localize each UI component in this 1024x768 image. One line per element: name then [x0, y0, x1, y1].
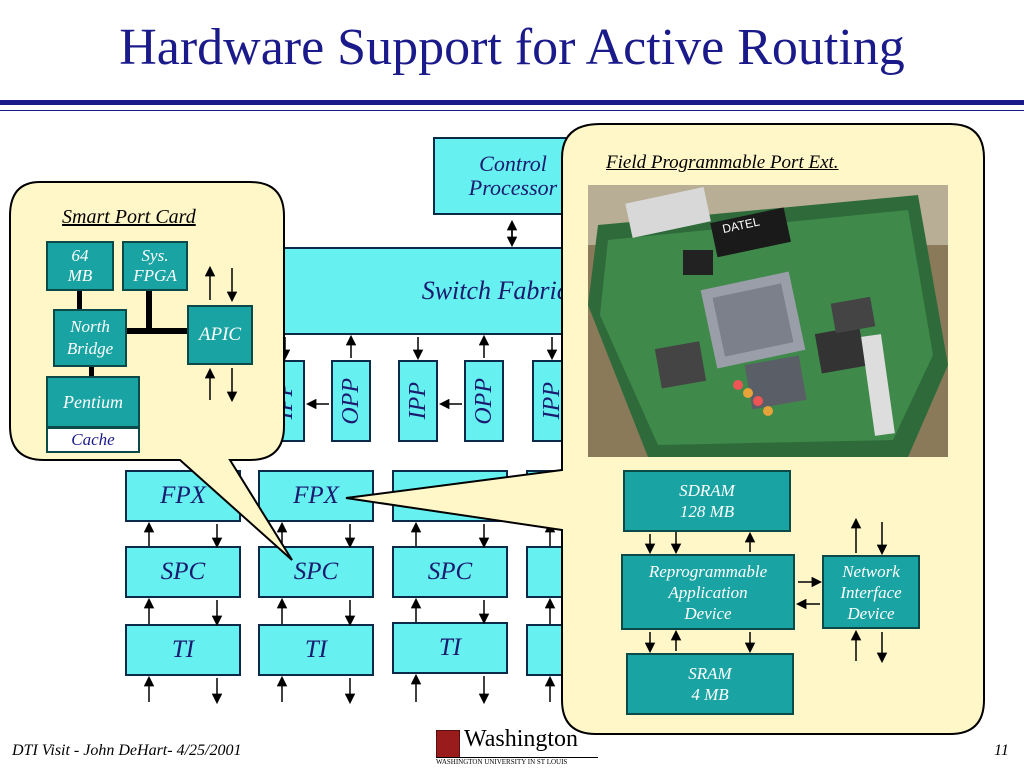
sram-box: SRAM 4 MB — [626, 653, 794, 715]
page-number: 11 — [994, 742, 1009, 759]
opp-box: OPP — [464, 360, 504, 442]
spc-box: SPC — [125, 546, 241, 598]
ti-box: TI — [392, 622, 508, 674]
logo-subtext: WASHINGTON UNIVERSITY IN ST LOUIS — [436, 757, 598, 766]
university-logo: Washington WASHINGTON UNIVERSITY IN ST L… — [436, 726, 600, 766]
nid-box: Network Interface Device — [822, 555, 920, 629]
fpx-board-photo: DATEL — [588, 185, 948, 457]
spc-fpga-box: Sys. FPGA — [122, 241, 188, 291]
sdram-box: SDRAM 128 MB — [623, 470, 791, 532]
university-shield-icon — [436, 730, 460, 758]
slide-title: Hardware Support for Active Routing — [119, 19, 905, 76]
smart-port-card-title: Smart Port Card — [62, 206, 196, 228]
ti-box: TI — [125, 624, 241, 676]
cache-box: Cache — [46, 427, 140, 453]
fpx-callout-title: Field Programmable Port Ext. — [606, 152, 839, 173]
spc-box: SPC — [258, 546, 374, 598]
rad-box: Reprogrammable Application Device — [621, 554, 795, 630]
apic-box: APIC — [187, 305, 253, 365]
title-rule-thin — [0, 110, 1024, 111]
title-rule-thick — [0, 100, 1024, 105]
ipp-box: IPP — [398, 360, 438, 442]
switch-fabric-label: Switch Fabric — [421, 276, 569, 305]
logo-wordmark: Washington — [464, 726, 579, 752]
north-bridge-box: North Bridge — [53, 309, 127, 367]
spc-box: SPC — [392, 546, 508, 598]
ti-box: TI — [258, 624, 374, 676]
footer-left: DTI Visit - John DeHart- 4/25/2001 — [12, 742, 242, 759]
spc-memory-box: 64 MB — [46, 241, 114, 291]
opp-box: OPP — [331, 360, 371, 442]
